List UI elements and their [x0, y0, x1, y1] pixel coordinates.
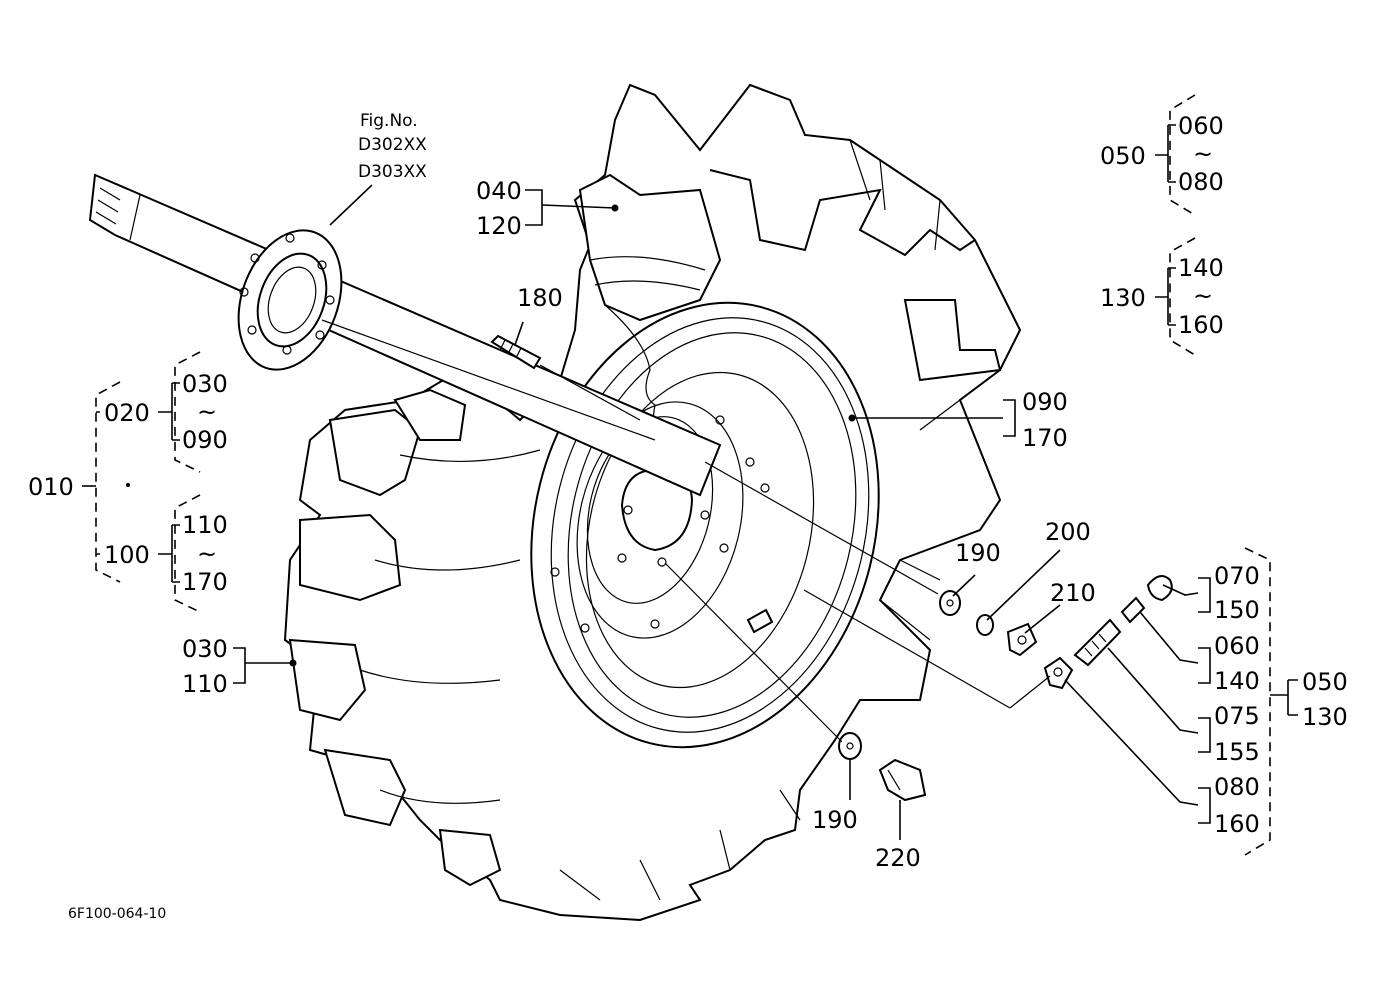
label-040: 040 [476, 177, 522, 205]
label-tilde-1: ~ [1193, 140, 1213, 168]
leader-dots [289, 204, 856, 667]
group-dot [126, 483, 130, 487]
label-160-bottom: 160 [1214, 810, 1260, 838]
washer-190-bottom [838, 732, 862, 760]
fig-no-label: Fig.No. [360, 111, 418, 131]
label-tilde-2: ~ [1193, 282, 1213, 310]
label-080-top: 080 [1178, 168, 1224, 196]
plug-220 [878, 758, 927, 802]
label-220: 220 [875, 844, 921, 872]
label-180: 180 [517, 284, 563, 312]
label-060-top: 060 [1178, 112, 1224, 140]
label-070: 070 [1214, 562, 1260, 590]
label-200: 200 [1045, 518, 1091, 546]
label-140-top: 140 [1178, 254, 1224, 282]
label-030-bottom: 030 [182, 635, 228, 663]
brackets [82, 124, 1298, 824]
label-210: 210 [1050, 579, 1096, 607]
label-050-top: 050 [1100, 142, 1146, 170]
label-080-bottom: 080 [1214, 773, 1260, 801]
label-120: 120 [476, 212, 522, 240]
fig-code-2: D303XX [358, 162, 427, 182]
label-170-right: 170 [1022, 424, 1068, 452]
label-160-top: 160 [1178, 311, 1224, 339]
valve-075 [1073, 618, 1122, 667]
valve-cap-070 [1146, 575, 1173, 602]
label-030-left: 030 [182, 370, 228, 398]
label-090-right: 090 [1022, 388, 1068, 416]
label-170-left: 170 [182, 568, 228, 596]
label-050-bottom: 050 [1302, 668, 1348, 696]
washer-190-right [939, 590, 961, 616]
valve-core-060 [1120, 596, 1146, 624]
label-130-top: 130 [1100, 284, 1146, 312]
fig-code-1: D302XX [358, 135, 427, 155]
label-010: 010 [28, 473, 74, 501]
dashed-group-brackets [95, 94, 1271, 856]
label-155: 155 [1214, 738, 1260, 766]
label-090-left: 090 [182, 426, 228, 454]
spring-washer-200 [976, 614, 994, 636]
label-100: 100 [104, 541, 150, 569]
nut-210 [1006, 622, 1038, 657]
label-tilde-3: ~ [197, 398, 217, 426]
label-060-bottom: 060 [1214, 632, 1260, 660]
drawing-code: 6F100-064-10 [68, 906, 166, 922]
stud-bolt [490, 334, 542, 370]
axle-flange [237, 229, 343, 371]
label-190-bottom: 190 [812, 806, 858, 834]
label-130-bottom: 130 [1302, 703, 1348, 731]
label-140-bottom: 140 [1214, 667, 1260, 695]
label-150: 150 [1214, 596, 1260, 624]
label-110-bottom: 110 [182, 670, 228, 698]
label-190-right: 190 [955, 539, 1001, 567]
label-020: 020 [104, 399, 150, 427]
label-075: 075 [1214, 702, 1260, 730]
axle-shaft [88, 173, 722, 497]
label-110-left: 110 [182, 511, 228, 539]
label-tilde-4: ~ [197, 540, 217, 568]
leader-lines [245, 184, 1199, 840]
